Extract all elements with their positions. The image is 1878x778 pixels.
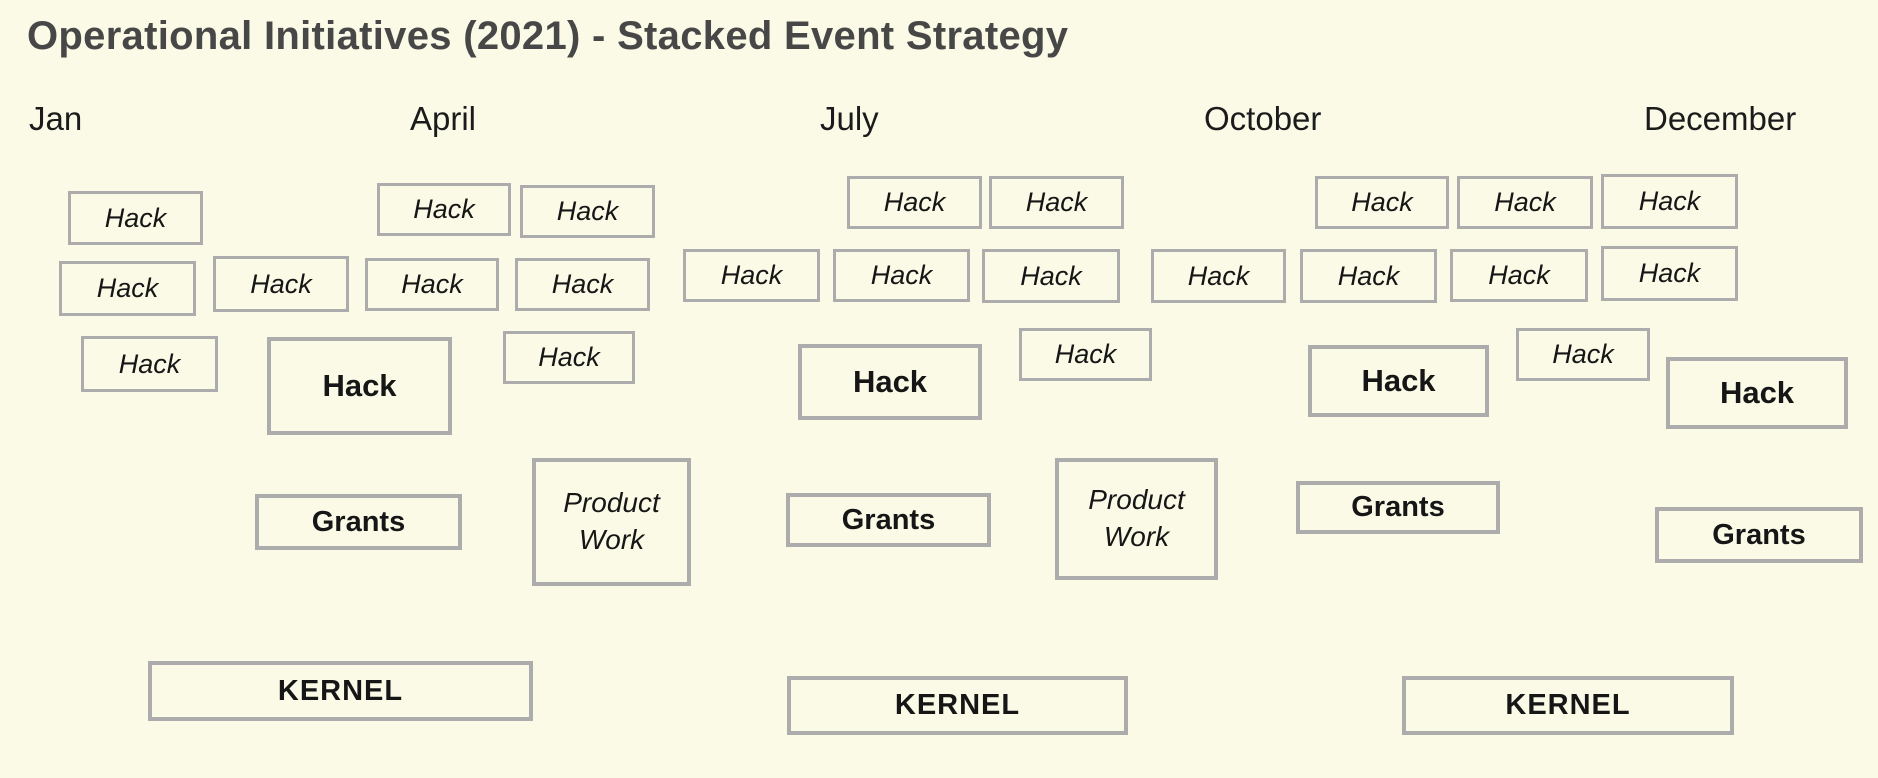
hack-small-box[interactable]: Hack	[1516, 328, 1650, 381]
hack-small-box[interactable]: Hack	[847, 176, 982, 229]
hack-small-box[interactable]: Hack	[683, 249, 820, 302]
hack-large-box[interactable]: Hack	[1308, 345, 1489, 417]
hack-small-box[interactable]: Hack	[377, 183, 511, 236]
kernel-box[interactable]: KERNEL	[1402, 676, 1734, 735]
hack-small-box[interactable]: Hack	[1601, 174, 1738, 229]
hack-small-box[interactable]: Hack	[1151, 249, 1286, 303]
kernel-box[interactable]: KERNEL	[787, 676, 1128, 735]
hack-small-box[interactable]: Hack	[503, 331, 635, 384]
kernel-box[interactable]: KERNEL	[148, 661, 533, 721]
hack-small-box[interactable]: Hack	[365, 258, 499, 311]
grants-box[interactable]: Grants	[1296, 481, 1500, 534]
hack-small-box[interactable]: Hack	[1450, 249, 1588, 302]
hack-small-box[interactable]: Hack	[1019, 328, 1152, 381]
hack-small-box[interactable]: Hack	[1601, 246, 1738, 301]
grants-box[interactable]: Grants	[786, 493, 991, 547]
hack-small-box[interactable]: Hack	[81, 336, 218, 392]
product-work-box[interactable]: Product Work	[532, 458, 691, 586]
grants-box[interactable]: Grants	[255, 494, 462, 550]
hack-small-box[interactable]: Hack	[833, 249, 970, 302]
hack-small-box[interactable]: Hack	[1457, 176, 1593, 229]
hack-small-box[interactable]: Hack	[982, 249, 1120, 303]
diagram-title: Operational Initiatives (2021) - Stacked…	[27, 14, 1069, 58]
month-label-july: July	[820, 100, 879, 137]
hack-small-box[interactable]: Hack	[515, 258, 650, 311]
hack-small-box[interactable]: Hack	[213, 256, 349, 312]
month-label-jan: Jan	[29, 100, 83, 137]
hack-small-box[interactable]: Hack	[989, 176, 1124, 229]
month-label-december: December	[1644, 100, 1797, 137]
month-label-april: April	[410, 100, 477, 137]
hack-small-box[interactable]: Hack	[59, 261, 196, 316]
month-label-october: October	[1204, 100, 1322, 137]
hack-small-box[interactable]: Hack	[68, 191, 203, 245]
hack-small-box[interactable]: Hack	[1315, 176, 1449, 229]
hack-large-box[interactable]: Hack	[1666, 357, 1848, 429]
product-work-box[interactable]: Product Work	[1055, 458, 1218, 580]
grants-box[interactable]: Grants	[1655, 507, 1863, 563]
hack-small-box[interactable]: Hack	[520, 185, 655, 238]
hack-large-box[interactable]: Hack	[798, 344, 982, 420]
hack-large-box[interactable]: Hack	[267, 337, 452, 435]
hack-small-box[interactable]: Hack	[1300, 249, 1437, 303]
